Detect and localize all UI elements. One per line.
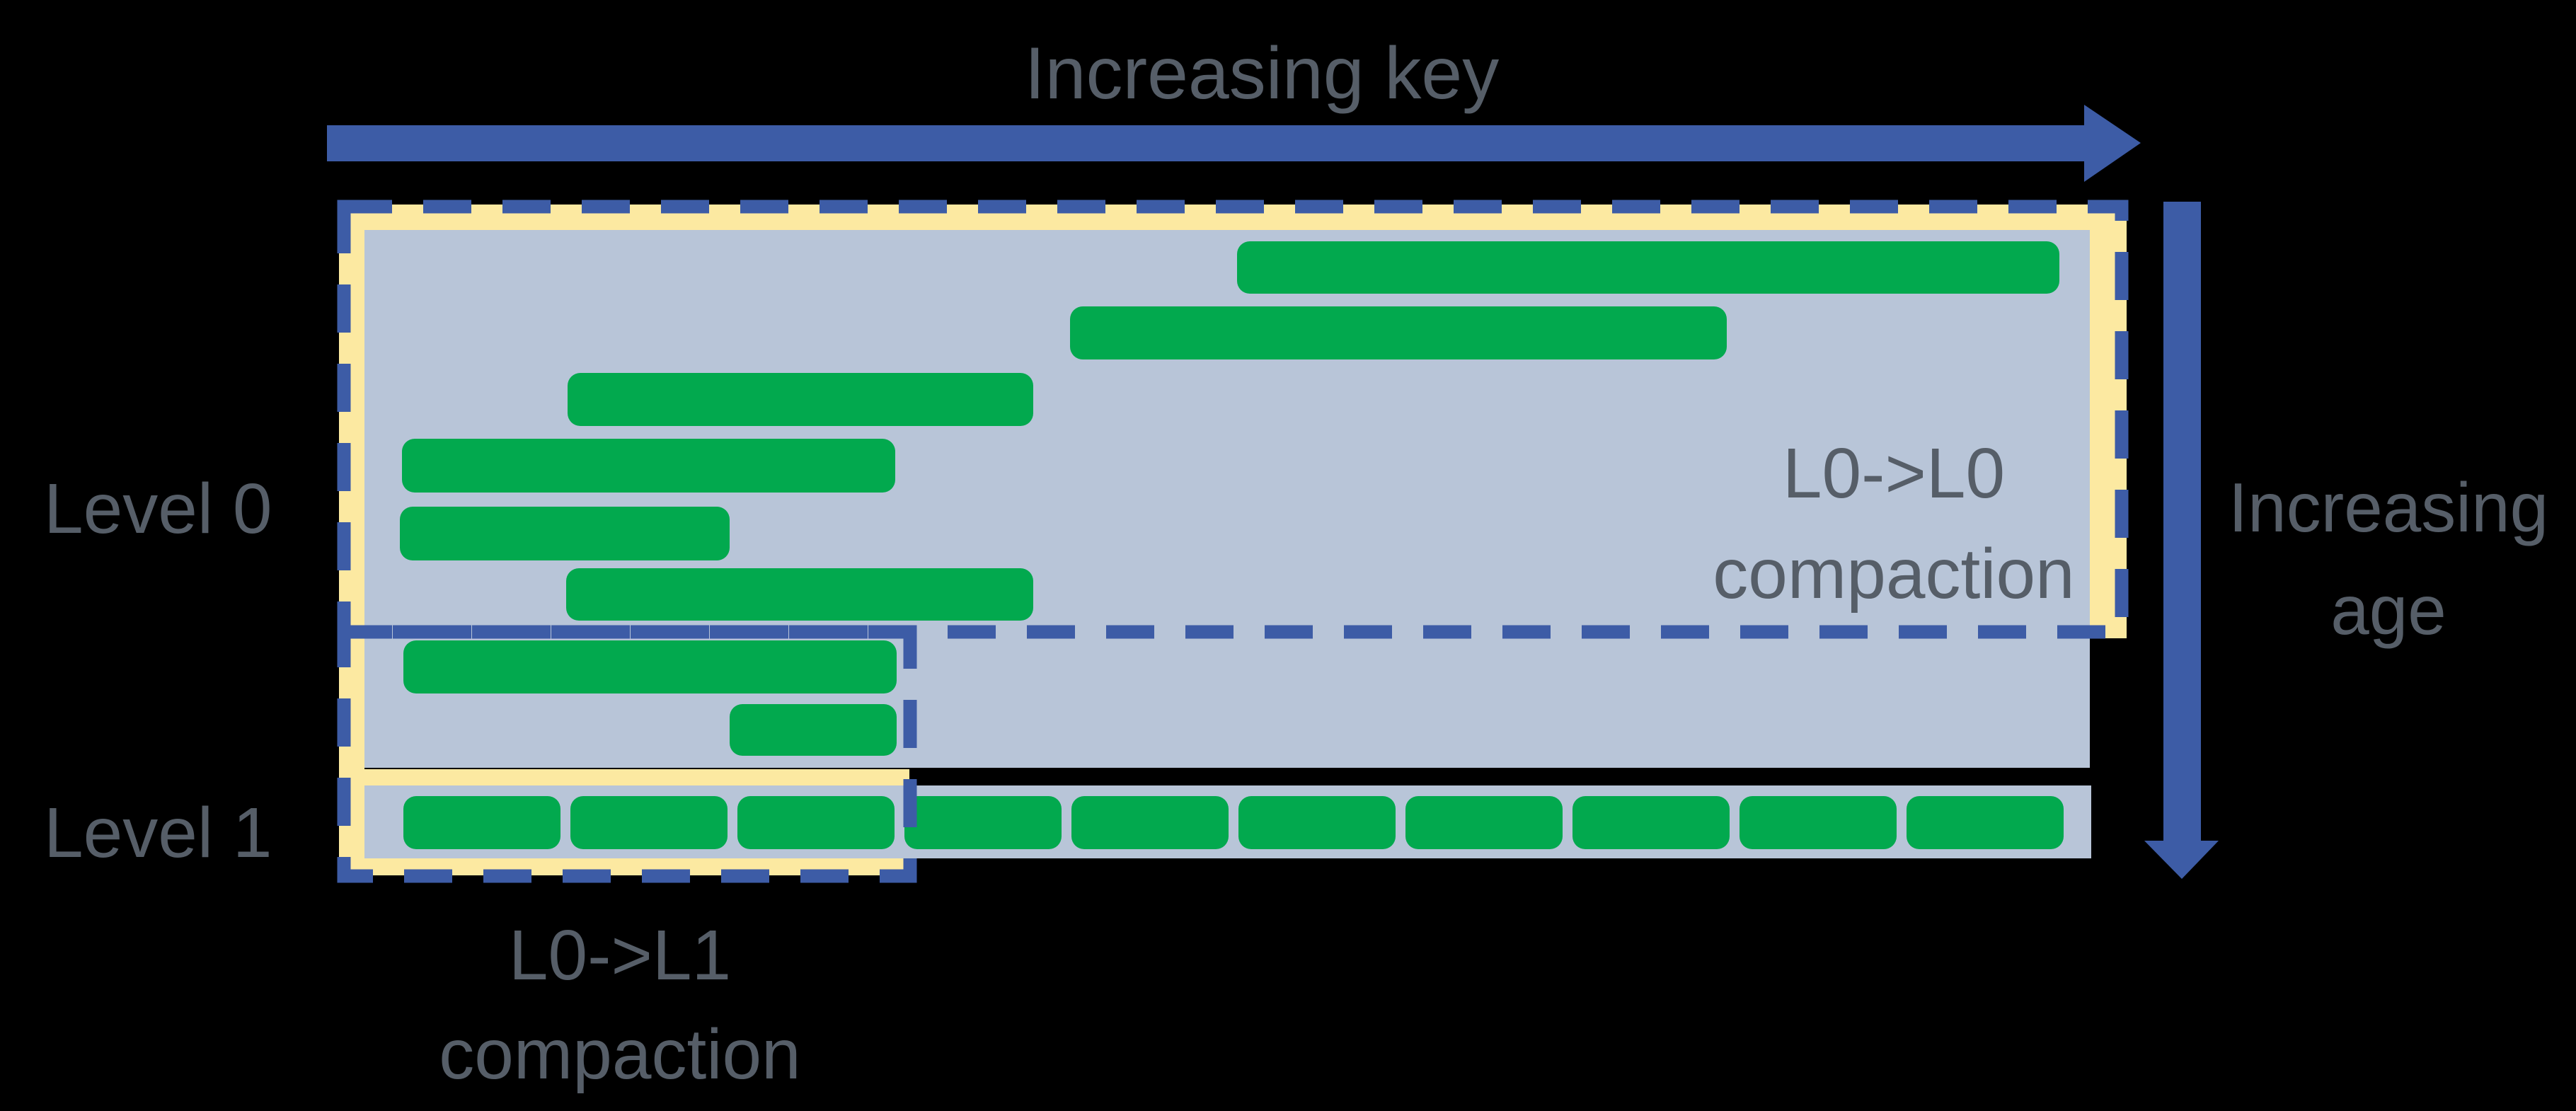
- level0-label: Level 0: [44, 469, 272, 548]
- sstable-level0-newest: [730, 704, 897, 756]
- sstable-level1: [737, 796, 895, 849]
- increasing-age-line2: age: [2330, 571, 2446, 649]
- increasing-key-arrowhead-icon: [2084, 105, 2141, 182]
- l0-l0-compaction-line1: L0->L0: [1782, 434, 2006, 513]
- sstable-level0: [400, 507, 730, 560]
- sstable-level0: [568, 373, 1033, 426]
- sstable-level1: [1740, 796, 1897, 849]
- l1-highlight-top-edge: [339, 769, 909, 785]
- sstable-level0: [566, 568, 1033, 621]
- l0-l1-compaction-line2: compaction: [439, 1015, 801, 1094]
- increasing-age-line1: Increasing: [2228, 468, 2549, 546]
- sstable-level1: [1071, 796, 1229, 849]
- sstable-level1: [1907, 796, 2064, 849]
- l0-l0-compaction-label: L0->L0 compaction: [1681, 423, 2106, 624]
- increasing-age-arrowhead-icon: [2144, 841, 2219, 879]
- l0-l1-compaction-label: L0->L1 compaction: [337, 906, 903, 1104]
- sstable-level1: [1238, 796, 1396, 849]
- sstable-level1: [904, 796, 1062, 849]
- increasing-key-arrow: [327, 105, 2141, 182]
- l0-highlight-top-edge: [339, 205, 2127, 230]
- sstable-level1: [403, 796, 560, 849]
- increasing-age-label: Increasing age: [2201, 456, 2576, 662]
- l0-l0-compaction-line2: compaction: [1713, 534, 2075, 614]
- sstable-level1: [570, 796, 728, 849]
- level1-label: Level 1: [44, 793, 272, 873]
- sstable-level1: [1572, 796, 1730, 849]
- sstable-level0: [1070, 306, 1727, 359]
- sstable-level0: [1237, 241, 2059, 294]
- sstable-level1: [1405, 796, 1563, 849]
- sstable-level0-newest: [403, 640, 897, 693]
- increasing-key-label: Increasing key: [1024, 33, 1500, 115]
- l1-highlight-bottom-edge: [339, 858, 909, 875]
- l0-l1-compaction-line1: L0->L1: [508, 916, 732, 995]
- sstable-level0: [402, 439, 895, 493]
